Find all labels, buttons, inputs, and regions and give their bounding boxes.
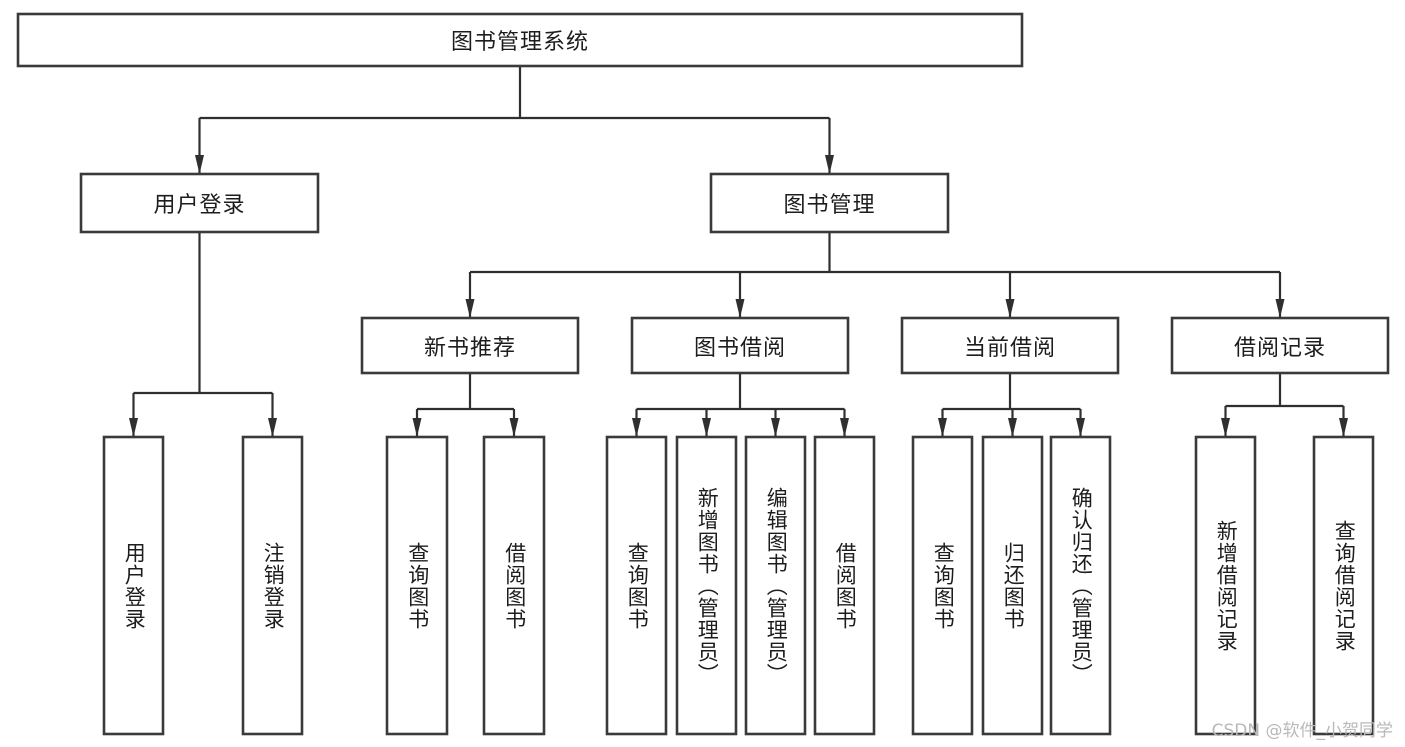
node-box-leaf-add-book[interactable]	[675, 435, 738, 736]
node-box-leaf-logout[interactable]	[241, 435, 304, 736]
edge-arrowhead-leaf-query-book-cur	[938, 418, 947, 437]
edge-arrowhead-leaf-query-book-borrow	[632, 418, 641, 437]
edge-arrowhead-leaf-query-book-rec	[412, 418, 422, 437]
node-box-borrow-record[interactable]	[1170, 316, 1390, 375]
node-box-leaf-query-book-rec[interactable]	[385, 435, 449, 736]
node-box-book-manage[interactable]	[709, 172, 950, 234]
edge-arrowhead-user-login	[195, 155, 204, 174]
edge-arrowhead-leaf-add-book	[702, 418, 711, 437]
edge-arrowhead-leaf-edit-book	[771, 418, 780, 437]
node-box-current-borrow[interactable]	[900, 316, 1120, 375]
node-box-new-book-rec[interactable]	[360, 316, 580, 375]
node-box-leaf-query-book-borrow[interactable]	[605, 435, 668, 736]
nodes-layer	[16, 12, 1390, 736]
edge-arrowhead-leaf-logout	[268, 418, 277, 437]
edge-arrowhead-leaf-add-record	[1221, 418, 1230, 437]
edge-arrowhead-new-book-rec	[465, 299, 475, 318]
edge-arrowhead-leaf-borrow-book	[840, 418, 849, 437]
edge-arrowhead-leaf-borrow-book-rec	[509, 418, 519, 437]
node-box-leaf-edit-book[interactable]	[744, 435, 807, 736]
edge-arrowhead-book-manage	[825, 155, 834, 174]
node-box-leaf-borrow-book[interactable]	[813, 435, 876, 736]
node-box-leaf-add-record[interactable]	[1194, 435, 1257, 736]
node-box-leaf-query-record[interactable]	[1312, 435, 1375, 736]
node-box-book-borrow[interactable]	[630, 316, 850, 375]
edges-layer	[129, 66, 1348, 437]
node-box-leaf-confirm-return[interactable]	[1049, 435, 1112, 736]
edge-arrowhead-leaf-return-book	[1008, 418, 1017, 437]
node-box-leaf-user-login[interactable]	[102, 435, 165, 736]
edge-arrowhead-borrow-record	[1275, 299, 1285, 318]
watermark-label: CSDN @软件_小贺同学	[1211, 721, 1393, 741]
edge-arrowhead-leaf-query-record	[1339, 418, 1348, 437]
edge-arrowhead-book-borrow	[735, 299, 745, 318]
node-box-user-login[interactable]	[79, 172, 320, 234]
node-box-leaf-query-book-cur[interactable]	[911, 435, 974, 736]
node-box-leaf-return-book[interactable]	[981, 435, 1044, 736]
edge-arrowhead-leaf-confirm-return	[1076, 418, 1085, 437]
node-box-root[interactable]	[16, 12, 1024, 68]
edge-arrowhead-current-borrow	[1005, 299, 1015, 318]
edge-arrowhead-leaf-user-login	[129, 418, 138, 437]
node-box-leaf-borrow-book-rec[interactable]	[482, 435, 546, 736]
